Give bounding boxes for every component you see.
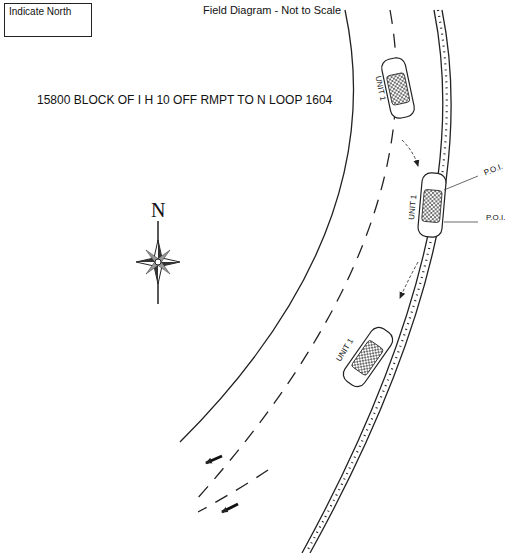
travel-path [402,140,418,166]
leader-line [444,176,478,190]
guard-rail [310,10,451,553]
direction-arrow [206,456,222,463]
compass-rose [136,220,180,304]
lane-line [196,10,396,500]
north-letter: N [151,199,165,221]
north-box: Indicate North [4,3,92,37]
poi-label: P.O.I. [486,214,505,223]
leader-line [444,222,478,223]
lane-line [198,470,268,512]
travel-path [400,262,418,298]
diagram-title: Field Diagram - Not to Scale [203,4,341,16]
road-edge [180,10,354,442]
road-edge [302,10,443,553]
poi-label: P.O.I. [483,163,504,178]
direction-arrow [222,504,238,512]
vehicle [340,324,396,390]
unit-label: UNIT 1 [408,194,419,220]
vehicle [417,172,446,238]
vehicle [380,56,416,120]
location-text: 15800 BLOCK OF I H 10 OFF RMPT TO N LOOP… [37,94,332,107]
guard-rail-posts [306,10,447,553]
box-text: Indicate North [5,4,91,20]
